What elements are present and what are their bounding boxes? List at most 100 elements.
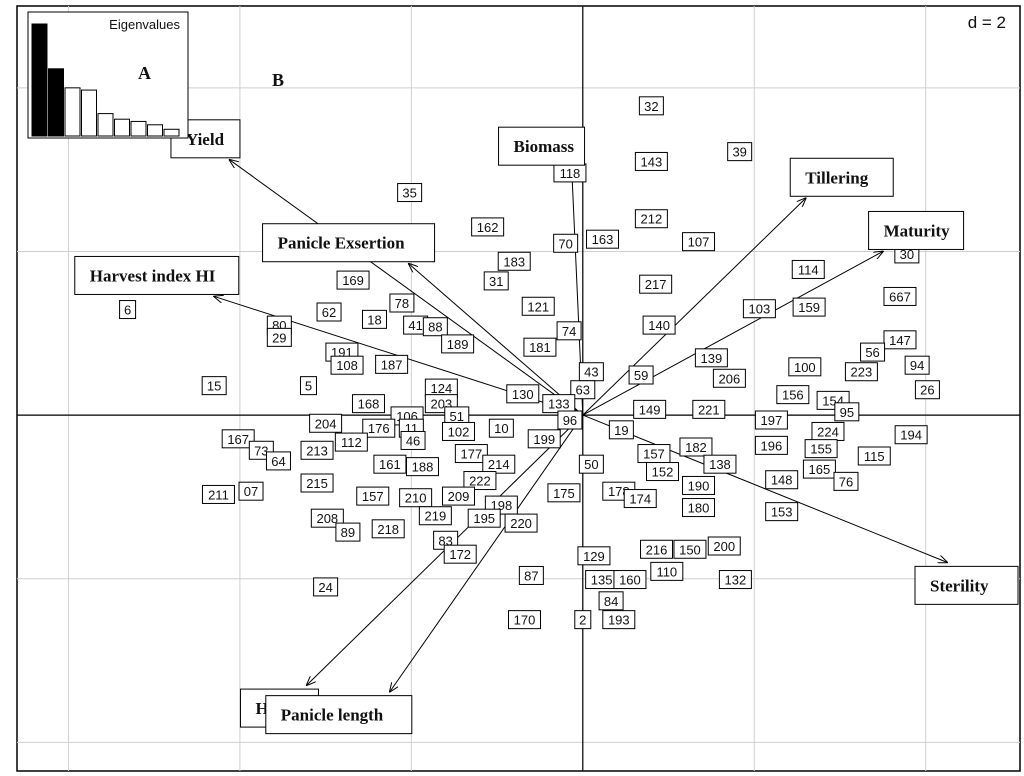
point-label-box [397, 183, 423, 203]
point-label: 26 [914, 380, 940, 400]
variable-arrow [230, 160, 584, 416]
point-label-box [482, 454, 516, 474]
point-label: 112 [334, 432, 368, 452]
point-label: 76 [833, 471, 859, 491]
point-label: 175 [547, 483, 581, 503]
point-label-box [441, 421, 475, 441]
point-label-text: 197 [761, 413, 783, 428]
point-label-box [201, 484, 235, 504]
point-label-text: 103 [749, 302, 771, 317]
point-label-box [508, 610, 542, 630]
point-label-text: 180 [688, 501, 710, 516]
point-label-box [707, 536, 741, 556]
point-label: 167 [221, 429, 255, 449]
point-label-text: 63 [576, 383, 590, 398]
point-label-box [792, 297, 826, 317]
point-label-text: 149 [639, 402, 661, 417]
point-label: 220 [504, 513, 538, 533]
point-label-box [623, 489, 657, 509]
variable-arrow [390, 414, 584, 692]
point-label-box [894, 425, 928, 445]
point-label-text: 59 [634, 368, 648, 383]
eigenvalue-inset: Eigenvalues A [27, 11, 189, 139]
point-label: 29 [266, 327, 292, 347]
point-label: 211 [201, 484, 235, 504]
point-label: 197 [754, 410, 788, 430]
point-label-text: 138 [709, 457, 731, 472]
point-label-box [857, 446, 891, 466]
point-label: 114 [791, 259, 825, 279]
point-label-text: 160 [619, 573, 641, 588]
point-label-text: 102 [448, 424, 470, 439]
point-label: 132 [718, 570, 752, 590]
point-label-text: 31 [489, 274, 503, 289]
eigenvalue-bar [64, 87, 81, 137]
point-label: 10 [488, 418, 514, 438]
point-label-text: 130 [512, 387, 534, 402]
point-label: 210 [399, 488, 433, 508]
point-label: 15 [201, 376, 227, 396]
point-label-box [201, 376, 227, 396]
point-label-box [504, 513, 538, 533]
point-label-text: 2 [579, 613, 586, 628]
point-label: 169 [336, 270, 370, 290]
point-label: 196 [754, 435, 788, 455]
variable-arrow [582, 414, 947, 562]
point-label-text: 43 [584, 365, 598, 380]
point-label-box [602, 610, 636, 630]
eigenvalue-bars [31, 23, 180, 137]
point-label-box [221, 429, 255, 449]
point-label: 115 [857, 446, 891, 466]
point-label-box [400, 430, 426, 450]
point-label: 667 [883, 286, 917, 306]
point-label-text: 32 [644, 99, 658, 114]
point-label: 188 [405, 457, 439, 477]
variable-label-box [74, 255, 240, 295]
point-label: 152 [646, 462, 680, 482]
point-label-box [650, 561, 684, 581]
point-label: 176 [362, 418, 396, 438]
variable-label-box [914, 565, 1019, 605]
variable-label: Harvest index HI [74, 255, 240, 295]
point-label-box [300, 473, 334, 493]
point-label: 187 [375, 354, 409, 374]
point-label-text: 115 [864, 449, 885, 464]
point-label: 174 [623, 489, 657, 509]
variable-label-text: Harvest index HI [90, 266, 216, 285]
point-label-box [441, 486, 475, 506]
point-label-text: 110 [656, 564, 677, 579]
point-label: 177 [454, 444, 488, 464]
point-label-box [834, 402, 860, 422]
point-label-text: 176 [368, 421, 390, 436]
point-label: 62 [316, 302, 342, 322]
point-label-text: 18 [367, 312, 381, 327]
point-label: 2 [574, 610, 592, 630]
point-label: 214 [482, 454, 516, 474]
point-label-text: 121 [527, 299, 549, 314]
point-label: 208 [310, 508, 344, 528]
point-label-box [300, 440, 334, 460]
variable-label-box [262, 223, 436, 263]
eigenvalue-bar [147, 124, 163, 137]
point-label: 118 [553, 163, 587, 183]
point-label-box [521, 296, 555, 316]
point-label-box [613, 570, 647, 590]
panel-label-b: B [272, 70, 284, 90]
point-label-box [405, 457, 439, 477]
point-label-box [483, 271, 509, 291]
point-label-text: 220 [510, 516, 532, 531]
eigenvalue-bar [130, 120, 147, 137]
point-label-text: 15 [207, 379, 221, 394]
point-label-box [883, 330, 917, 350]
point-label-text: 163 [592, 232, 614, 247]
point-label: 50 [578, 454, 604, 474]
point-label-text: 62 [322, 305, 336, 320]
point-label: 157 [356, 486, 390, 506]
variable-label-box [789, 157, 894, 197]
point-label-text: 76 [839, 474, 853, 489]
point-label-box [316, 302, 342, 322]
point-label-box [694, 348, 728, 368]
point-label: 216 [640, 539, 674, 559]
point-label: 63 [570, 380, 596, 400]
